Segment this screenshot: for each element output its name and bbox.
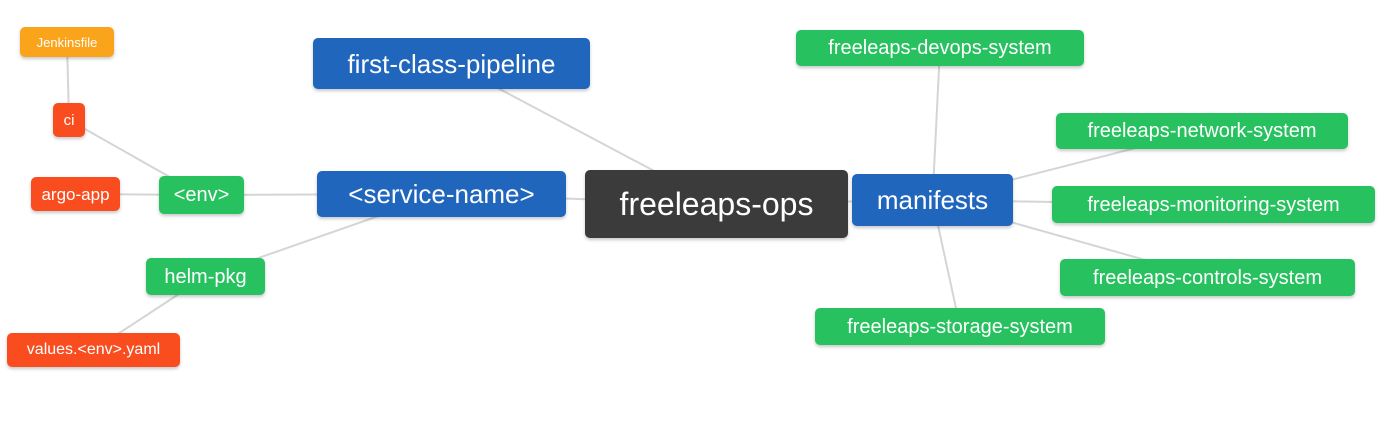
node-label: freeleaps-network-system — [1087, 120, 1317, 142]
node-values-env-yaml[interactable]: values.<env>.yaml — [7, 333, 180, 367]
node-manifests[interactable]: manifests — [852, 174, 1013, 226]
node-ci[interactable]: ci — [53, 103, 85, 137]
node-freeleaps-storage-system[interactable]: freeleaps-storage-system — [815, 308, 1105, 345]
node-label: <service-name> — [348, 179, 535, 209]
node-label: first-class-pipeline — [347, 48, 556, 79]
node-jenkinsfile[interactable]: Jenkinsfile — [20, 27, 114, 57]
node-label: <env> — [173, 184, 230, 206]
node-label: manifests — [876, 185, 989, 215]
node-first-class-pipeline[interactable]: first-class-pipeline — [313, 38, 590, 89]
node-helm-pkg[interactable]: helm-pkg — [146, 258, 265, 295]
node-label: freeleaps-controls-system — [1093, 266, 1322, 289]
node-freeleaps-monitoring-system[interactable]: freeleaps-monitoring-system — [1052, 186, 1375, 223]
node-service-name[interactable]: <service-name> — [317, 171, 566, 217]
node-label: freeleaps-monitoring-system — [1087, 193, 1340, 216]
node-label: Jenkinsfile — [36, 34, 98, 50]
node-argo-app[interactable]: argo-app — [31, 177, 120, 211]
node-freeleaps-ops[interactable]: freeleaps-ops — [585, 170, 848, 238]
node-label: values.<env>.yaml — [26, 341, 161, 358]
node-label: freeleaps-storage-system — [847, 315, 1073, 338]
node-freeleaps-network-system[interactable]: freeleaps-network-system — [1056, 113, 1348, 149]
node-label: argo-app — [41, 184, 110, 204]
node-env[interactable]: <env> — [159, 176, 244, 214]
node-freeleaps-devops-system[interactable]: freeleaps-devops-system — [796, 30, 1084, 66]
node-label: freeleaps-ops — [619, 186, 814, 222]
node-label: ci — [63, 111, 75, 129]
node-label: freeleaps-devops-system — [828, 37, 1052, 59]
node-freeleaps-controls-system[interactable]: freeleaps-controls-system — [1060, 259, 1355, 296]
node-label: helm-pkg — [164, 265, 247, 288]
